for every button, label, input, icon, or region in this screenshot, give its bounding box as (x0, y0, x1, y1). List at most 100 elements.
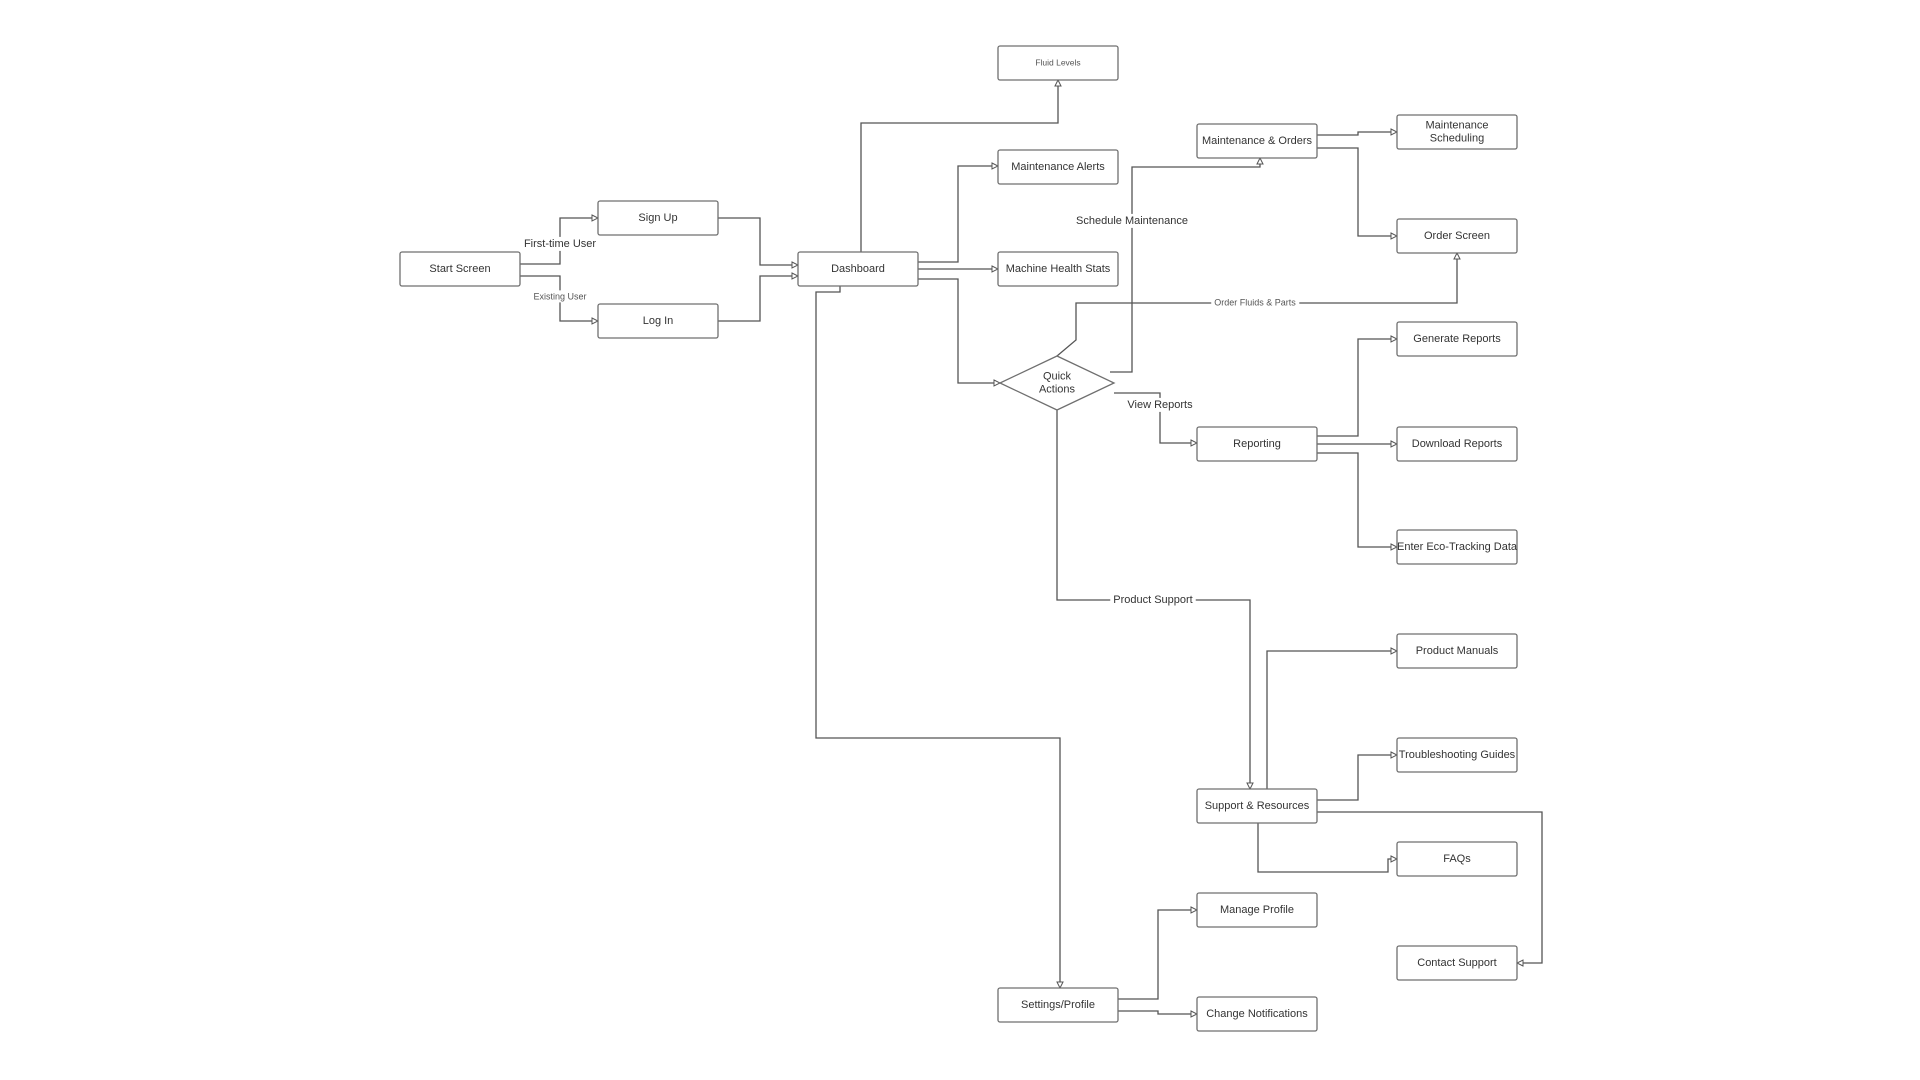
node-label: Settings/Profile (1021, 999, 1095, 1011)
node-support[interactable]: Support & Resources (1196, 788, 1318, 824)
node-shape (797, 251, 919, 287)
edge-dashboard-to-settings (815, 286, 1060, 988)
edge-support-to-manuals (1266, 651, 1397, 789)
edge-quick-to-order_screen (1056, 253, 1457, 357)
edge-label-bg (1211, 296, 1300, 309)
node-label: Actions (1039, 383, 1076, 395)
node-shape (1396, 426, 1518, 462)
node-shape (1196, 123, 1318, 159)
node-shape (1396, 218, 1518, 254)
node-shape (998, 355, 1116, 411)
node-shape (997, 987, 1119, 1023)
edge-label-text: View Reports (1127, 399, 1193, 411)
node-label: Machine Health Stats (1006, 263, 1111, 275)
node-label: Manage Profile (1220, 904, 1294, 916)
node-dl-reports[interactable]: Download Reports (1396, 426, 1518, 462)
edge-quick-to-reporting (1114, 392, 1197, 443)
edge-settings-to-manage (1118, 910, 1197, 1000)
node-shape (1396, 737, 1518, 773)
edge-reporting-to-gen_reports (1317, 339, 1397, 437)
node-label: Dashboard (831, 263, 885, 275)
edge-label-bg (1110, 592, 1196, 607)
node-label: Contact Support (1417, 957, 1497, 969)
node-shape (1396, 321, 1518, 357)
edge-signup-to-dashboard (718, 217, 798, 265)
edge-label-text: Product Support (1113, 594, 1193, 606)
node-shape (997, 251, 1119, 287)
node-dashboard[interactable]: Dashboard (797, 251, 919, 287)
node-settings[interactable]: Settings/Profile (997, 987, 1119, 1023)
edge-settings-to-notif (1118, 1011, 1197, 1014)
node-shape (1196, 788, 1318, 824)
edge-label-text: First-time User (524, 238, 596, 250)
node-gen-reports[interactable]: Generate Reports (1396, 321, 1518, 357)
edge-maint_orders-to-order_screen (1317, 147, 1397, 236)
node-shape (997, 45, 1119, 81)
node-label: Start Screen (429, 263, 490, 275)
node-alerts[interactable]: Maintenance Alerts (997, 149, 1119, 185)
edge-label-quick-to-reporting: View Reports (1124, 397, 1197, 412)
edge-reporting-to-eco (1317, 452, 1397, 547)
node-label: Maintenance Alerts (1011, 161, 1105, 173)
node-notif[interactable]: Change Notifications (1196, 996, 1318, 1032)
node-signup[interactable]: Sign Up (597, 200, 719, 236)
edge-label-quick-to-maint_orders: Schedule Maintenance (1073, 213, 1191, 228)
node-label: Maintenance (1426, 119, 1489, 131)
edge-support-to-faqs (1257, 823, 1397, 873)
edge-label-text: Order Fluids & Parts (1214, 297, 1296, 307)
node-login[interactable]: Log In (597, 303, 719, 339)
node-label: Enter Eco-Tracking Data (1397, 541, 1518, 553)
node-shape (1196, 996, 1318, 1032)
node-shape (399, 251, 521, 287)
edge-maint_orders-to-maint_sched (1317, 132, 1397, 135)
edge-label-quick-to-order_screen: Order Fluids & Parts (1211, 296, 1300, 309)
node-shape (1396, 945, 1518, 981)
node-label: FAQs (1443, 853, 1471, 865)
edge-label-text: Schedule Maintenance (1076, 215, 1188, 227)
edge-dashboard-to-alerts (918, 166, 998, 263)
node-eco[interactable]: Enter Eco-Tracking Data (1396, 529, 1518, 565)
edge-label-bg (1073, 213, 1191, 228)
node-label: Troubleshooting Guides (1399, 749, 1516, 761)
node-label: Reporting (1233, 438, 1281, 450)
edge-dashboard-to-quick (918, 278, 1000, 383)
node-maint-orders[interactable]: Maintenance & Orders (1196, 123, 1318, 159)
node-label: Quick (1043, 370, 1072, 382)
edge-label-bg (530, 290, 590, 303)
edge-label-text: Existing User (533, 291, 586, 301)
nodes-layer: Start Screen Sign Up Log In Dashboard Fluid … (399, 45, 1518, 1032)
node-label: Maintenance & Orders (1202, 135, 1313, 147)
edge-label-start-to-signup: First-time User (520, 236, 600, 251)
node-label: Scheduling (1430, 132, 1484, 144)
node-start[interactable]: Start Screen (399, 251, 521, 287)
node-shape (997, 149, 1119, 185)
edge-quick-to-maint_orders (1110, 158, 1260, 373)
node-order-screen[interactable]: Order Screen (1396, 218, 1518, 254)
edge-label-quick-to-support: Product Support (1110, 592, 1196, 607)
edge-support-to-trouble (1317, 755, 1397, 801)
node-shape (1396, 841, 1518, 877)
node-contact[interactable]: Contact Support (1396, 945, 1518, 981)
node-label: Order Screen (1424, 230, 1490, 242)
edge-label-start-to-login: Existing User (530, 290, 590, 303)
node-shape (1196, 426, 1318, 462)
node-label: Product Manuals (1416, 645, 1499, 657)
node-faqs[interactable]: FAQs (1396, 841, 1518, 877)
node-manage[interactable]: Manage Profile (1196, 892, 1318, 928)
node-health[interactable]: Machine Health Stats (997, 251, 1119, 287)
node-trouble[interactable]: Troubleshooting Guides (1396, 737, 1518, 773)
node-label: Download Reports (1412, 438, 1503, 450)
node-reporting[interactable]: Reporting (1196, 426, 1318, 462)
node-label: Log In (643, 315, 674, 327)
node-shape (597, 200, 719, 236)
node-shape (1396, 114, 1518, 150)
node-label: Sign Up (638, 212, 677, 224)
node-label: Fluid Levels (1035, 57, 1080, 67)
node-shape (597, 303, 719, 339)
node-manuals[interactable]: Product Manuals (1396, 633, 1518, 669)
node-fluid[interactable]: Fluid Levels (997, 45, 1119, 81)
